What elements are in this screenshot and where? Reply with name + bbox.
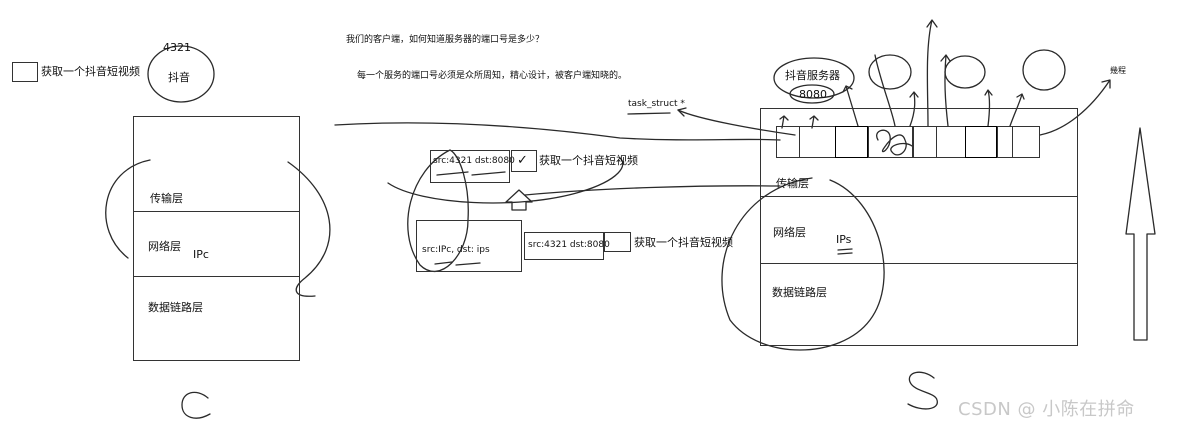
- small-up-arrow: [505, 189, 533, 211]
- task-struct-line: [627, 112, 671, 115]
- server-network-layer: 网络层: [773, 226, 806, 239]
- client-datalink-layer: 数据链路层: [148, 301, 203, 314]
- packet-payload-box: [511, 150, 537, 172]
- payload-box: [604, 232, 631, 252]
- tcp-header-box: [524, 232, 604, 260]
- packet-payload-label: 获取一个抖音短视频: [539, 154, 638, 167]
- flow-curve-top: [334, 122, 781, 141]
- check-mark: ✓: [517, 153, 528, 168]
- port-cell-3: [868, 126, 913, 158]
- process-ellipse-2: [868, 54, 912, 90]
- process-label: 幾程: [1110, 66, 1126, 75]
- server-service-name: 抖音服务器: [785, 69, 840, 82]
- task-struct-label: task_struct *: [628, 99, 685, 109]
- server-port: 8080: [799, 88, 827, 101]
- port-cell-6: [997, 126, 1013, 158]
- big-up-arrow: [1125, 127, 1156, 341]
- payload-label: 获取一个抖音短视频: [634, 236, 733, 249]
- client-app-checkbox: [12, 62, 38, 82]
- port-cell-2: [835, 126, 868, 158]
- server-datalink-layer: 数据链路层: [772, 286, 827, 299]
- ip-header-box: [416, 220, 522, 272]
- server-ip-label: IPs: [836, 233, 852, 246]
- question-text: 我们的客户端，如何知道服务器的端口号是多少？: [346, 35, 545, 45]
- packet-header-inner: src:4321 dst:8080: [433, 156, 515, 166]
- client-app-label: 获取一个抖音短视频: [41, 65, 140, 78]
- flow-curve-arrow: [524, 185, 781, 196]
- answer-text: 每一个服务的端口号必须是众所周知，精心设计，被客户端知晓的。: [357, 71, 628, 81]
- port-cell-5: [965, 126, 997, 158]
- packet-header-box: [430, 150, 510, 183]
- ip-header-label: src:IPc, dst: ips: [422, 245, 490, 255]
- process-ellipse-4: [1022, 49, 1066, 91]
- client-ip-label: IPc: [193, 248, 209, 261]
- client-transport-layer: 传输层: [150, 192, 183, 205]
- server-network-layer-box: [760, 196, 1078, 264]
- tcp-header-label: src:4321 dst:8080: [528, 240, 610, 250]
- port-cell-1: [799, 126, 836, 158]
- server-transport-layer: 传输层: [776, 177, 809, 190]
- watermark: CSDN @ 小陈在拼命: [958, 399, 1135, 420]
- client-app-name: 抖音: [168, 71, 190, 84]
- port-cell-4: [913, 126, 937, 158]
- client-port: 4321: [163, 41, 191, 54]
- client-network-layer: 网络层: [148, 240, 181, 253]
- process-ellipse-3: [944, 55, 986, 89]
- letter-c: [181, 391, 211, 419]
- letter-s: [907, 371, 938, 410]
- client-network-layer-box: [133, 211, 300, 277]
